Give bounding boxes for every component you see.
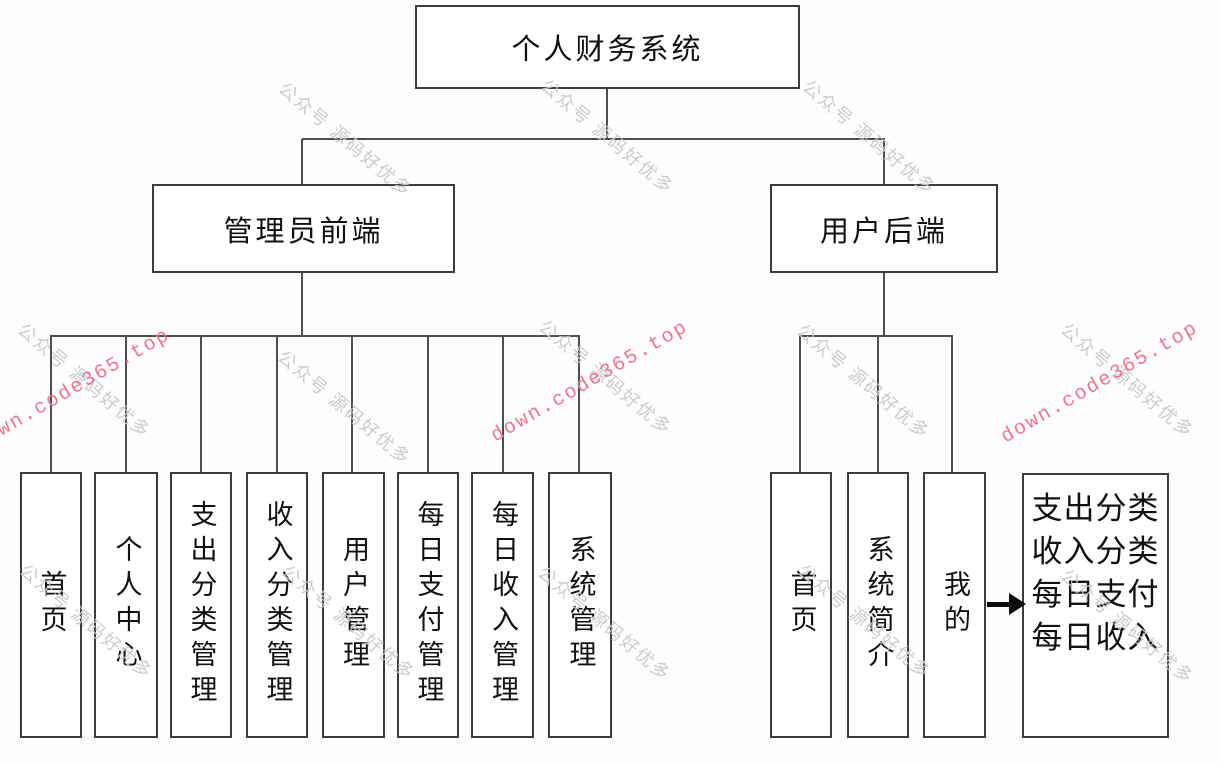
node-user-mine: 我的 [923,472,986,738]
node-admin-system-mgmt: 系统管理 [548,472,612,738]
node-user-system-intro: 系统简介 [847,472,909,738]
connector-drop [578,336,580,472]
connector-drop [799,336,801,472]
node-admin-daily-payment: 每日支付管理 [397,472,459,738]
user-label: 用户后端 [819,215,948,248]
leaf-label: 我的 [940,570,970,640]
node-user-backend: 用户后端 [770,184,998,273]
connector-admin-down [301,272,303,336]
node-admin-income-category: 收入分类管理 [246,472,308,738]
root-label: 个人财务系统 [511,34,704,66]
node-admin-expense-category: 支出分类管理 [170,472,232,738]
leaf-label: 收入分类管理 [262,500,293,710]
connector-to-admin [301,139,303,185]
connector-to-user [883,139,885,185]
node-admin-frontend: 管理员前端 [152,184,455,273]
watermark-pink: down.code365.top [997,317,1203,449]
node-admin-daily-income: 每日收入管理 [471,472,534,738]
connector-user-horizontal [799,335,953,337]
connector-drop [351,336,353,472]
node-user-detail: 支出分类 收入分类 每日支付 每日收入 [1022,473,1169,738]
node-user-home: 首页 [770,472,832,738]
leaf-label: 每日支付管理 [413,500,444,710]
leaf-label: 每日收入管理 [488,500,518,710]
node-admin-home: 首页 [20,472,82,738]
arrow-shaft [987,602,1010,607]
connector-drop [50,336,52,472]
watermark-pink: down.code365.top [0,324,175,456]
watermark-gray: 公众号 源码好优多 [536,75,678,199]
watermark-gray: 公众号 源码好优多 [798,76,940,200]
connector-drop [877,336,879,472]
leaf-label: 首页 [786,570,817,640]
leaf-label: 首页 [36,570,67,640]
detail-line: 每日支付 [1031,576,1160,612]
watermark-gray: 公众号 源码好优多 [273,346,415,470]
node-admin-user-mgmt: 用户管理 [322,472,385,738]
detail-lines: 支出分类 收入分类 每日支付 每日收入 [1032,487,1160,659]
node-root: 个人财务系统 [415,5,800,89]
detail-line: 收入分类 [1031,533,1160,569]
connector-drop [427,336,429,472]
leaf-label: 系统管理 [565,535,596,675]
detail-line: 每日收入 [1031,619,1160,655]
connector-drop [125,336,127,472]
connector-root-down [606,89,608,139]
leaf-label: 系统简介 [863,535,894,675]
admin-label: 管理员前端 [223,215,384,248]
connector-admin-horizontal [50,335,580,337]
leaf-label: 个人中心 [111,535,142,675]
leaf-label: 用户管理 [339,535,369,675]
arrow-right-icon [1009,593,1026,615]
leaf-label: 支出分类管理 [186,500,217,710]
connector-drop [502,336,504,472]
connector-drop [951,336,953,472]
watermark-gray: 公众号 源码好优多 [534,316,676,440]
connector-level1-horizontal [302,138,885,140]
connector-drop [276,336,278,472]
watermark-gray: 公众号 源码好优多 [1056,319,1198,443]
connector-user-down [883,272,885,336]
node-admin-personal-center: 个人中心 [94,472,158,738]
connector-drop [200,336,202,472]
detail-line: 支出分类 [1031,490,1160,526]
